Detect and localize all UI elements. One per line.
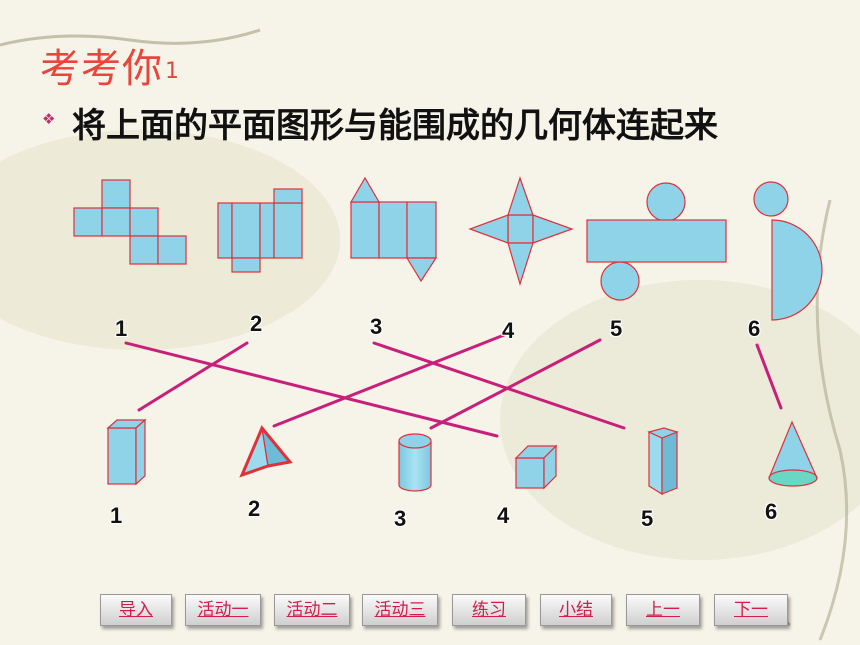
- net-2-prism: [217, 188, 303, 273]
- bottom-label-2: 2: [248, 496, 261, 521]
- nav-button-summary[interactable]: 小结: [540, 594, 612, 626]
- page-title: 考考你1: [40, 36, 180, 94]
- nav-button-exercise[interactable]: 练习: [452, 594, 526, 626]
- nav-button-previous[interactable]: 上一: [626, 594, 700, 626]
- solid-4-cube: [514, 444, 558, 490]
- nav-button-activity-3[interactable]: 活动三: [362, 594, 438, 626]
- solid-1-cuboid: [106, 418, 147, 486]
- solid-2-pyramid: [239, 425, 293, 478]
- line-4-to-2: [272, 333, 506, 428]
- bottom-label-3: 3: [394, 506, 407, 531]
- bottom-label-1: 1: [110, 503, 123, 528]
- top-label-4: 4: [502, 318, 515, 343]
- line-6-to-6: [755, 343, 783, 410]
- line-5-to-3: [429, 338, 602, 430]
- line-3-to-5: [372, 341, 626, 430]
- title-text: 考考你: [40, 46, 163, 92]
- nav-button-next[interactable]: 下一: [714, 594, 788, 626]
- instruction-text: 将上面的平面图形与能围成的几何体连起来: [72, 106, 718, 146]
- title-number: 1: [165, 59, 180, 84]
- connection-lines: [124, 333, 783, 438]
- top-label-1: 1: [115, 316, 128, 341]
- net-5-cylinder: [586, 182, 727, 301]
- top-label-2: 2: [250, 311, 263, 336]
- nav-button-activity-1[interactable]: 活动一: [185, 594, 261, 626]
- bottom-label-5: 5: [641, 506, 654, 531]
- top-label-6: 6: [748, 316, 761, 341]
- top-label-3: 3: [370, 314, 383, 339]
- solid-5-triangular-prism: [647, 427, 679, 496]
- bottom-label-4: 4: [497, 503, 510, 528]
- bullet-icon: ❖: [42, 110, 56, 128]
- nav-button-activity-2[interactable]: 活动二: [274, 594, 350, 626]
- net-6-cone: [753, 181, 823, 321]
- solid-6-cone: [768, 420, 818, 487]
- net-1-cube: [73, 179, 187, 265]
- net-3-triangular-prism: [349, 176, 438, 283]
- top-label-5: 5: [610, 316, 623, 341]
- line-1-to-4: [124, 341, 499, 438]
- solid-3-cylinder: [398, 433, 432, 492]
- bottom-label-6: 6: [765, 499, 778, 524]
- line-2-to-1: [137, 341, 249, 412]
- nav-button-intro[interactable]: 导入: [100, 594, 172, 626]
- net-4-pyramid: [468, 176, 574, 287]
